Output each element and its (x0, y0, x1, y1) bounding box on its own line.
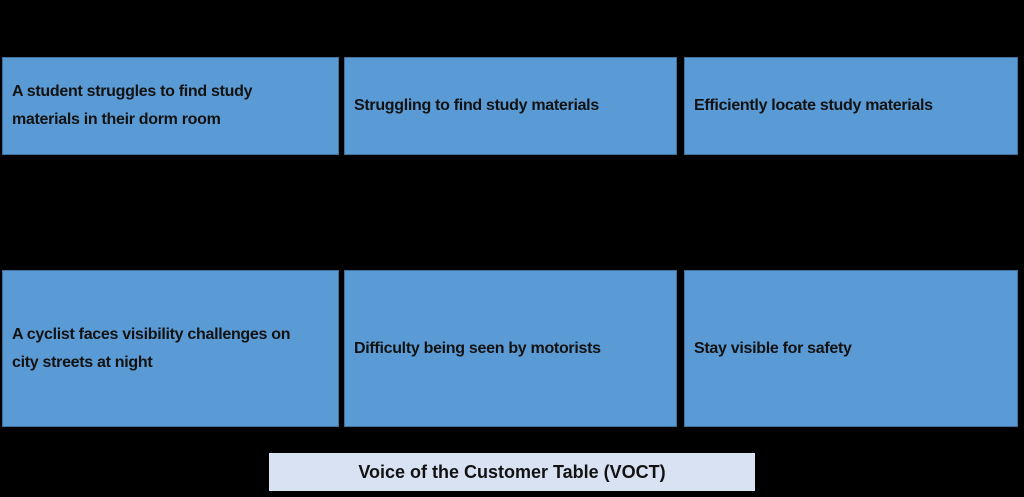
cell-text-line: materials in their dorm room (12, 111, 221, 128)
voct-cell-row1-restated: Struggling to find study materials (344, 57, 677, 155)
voct-cell-row2-restated: Difficulty being seen by motorists (344, 270, 677, 427)
cell-text-line: A student struggles to find study (12, 83, 253, 100)
voct-cell-row1-situation: A student struggles to find study materi… (2, 57, 339, 155)
cell-text-line: Stay visible for safety (694, 339, 852, 357)
cell-text-line: city streets at night (12, 353, 153, 371)
cell-text-line: Efficiently locate study materials (694, 97, 933, 114)
voct-cell-row1-need: Efficiently locate study materials (684, 57, 1018, 155)
voct-cell-row2-need: Stay visible for safety (684, 270, 1018, 427)
table-caption: Voice of the Customer Table (VOCT) (269, 453, 755, 491)
cell-text-line: A cyclist faces visibility challenges on (12, 325, 291, 343)
cell-text-line: Difficulty being seen by motorists (354, 339, 601, 357)
voct-cell-row2-situation: A cyclist faces visibility challenges on… (2, 270, 339, 427)
cell-text-line: Struggling to find study materials (354, 97, 599, 114)
